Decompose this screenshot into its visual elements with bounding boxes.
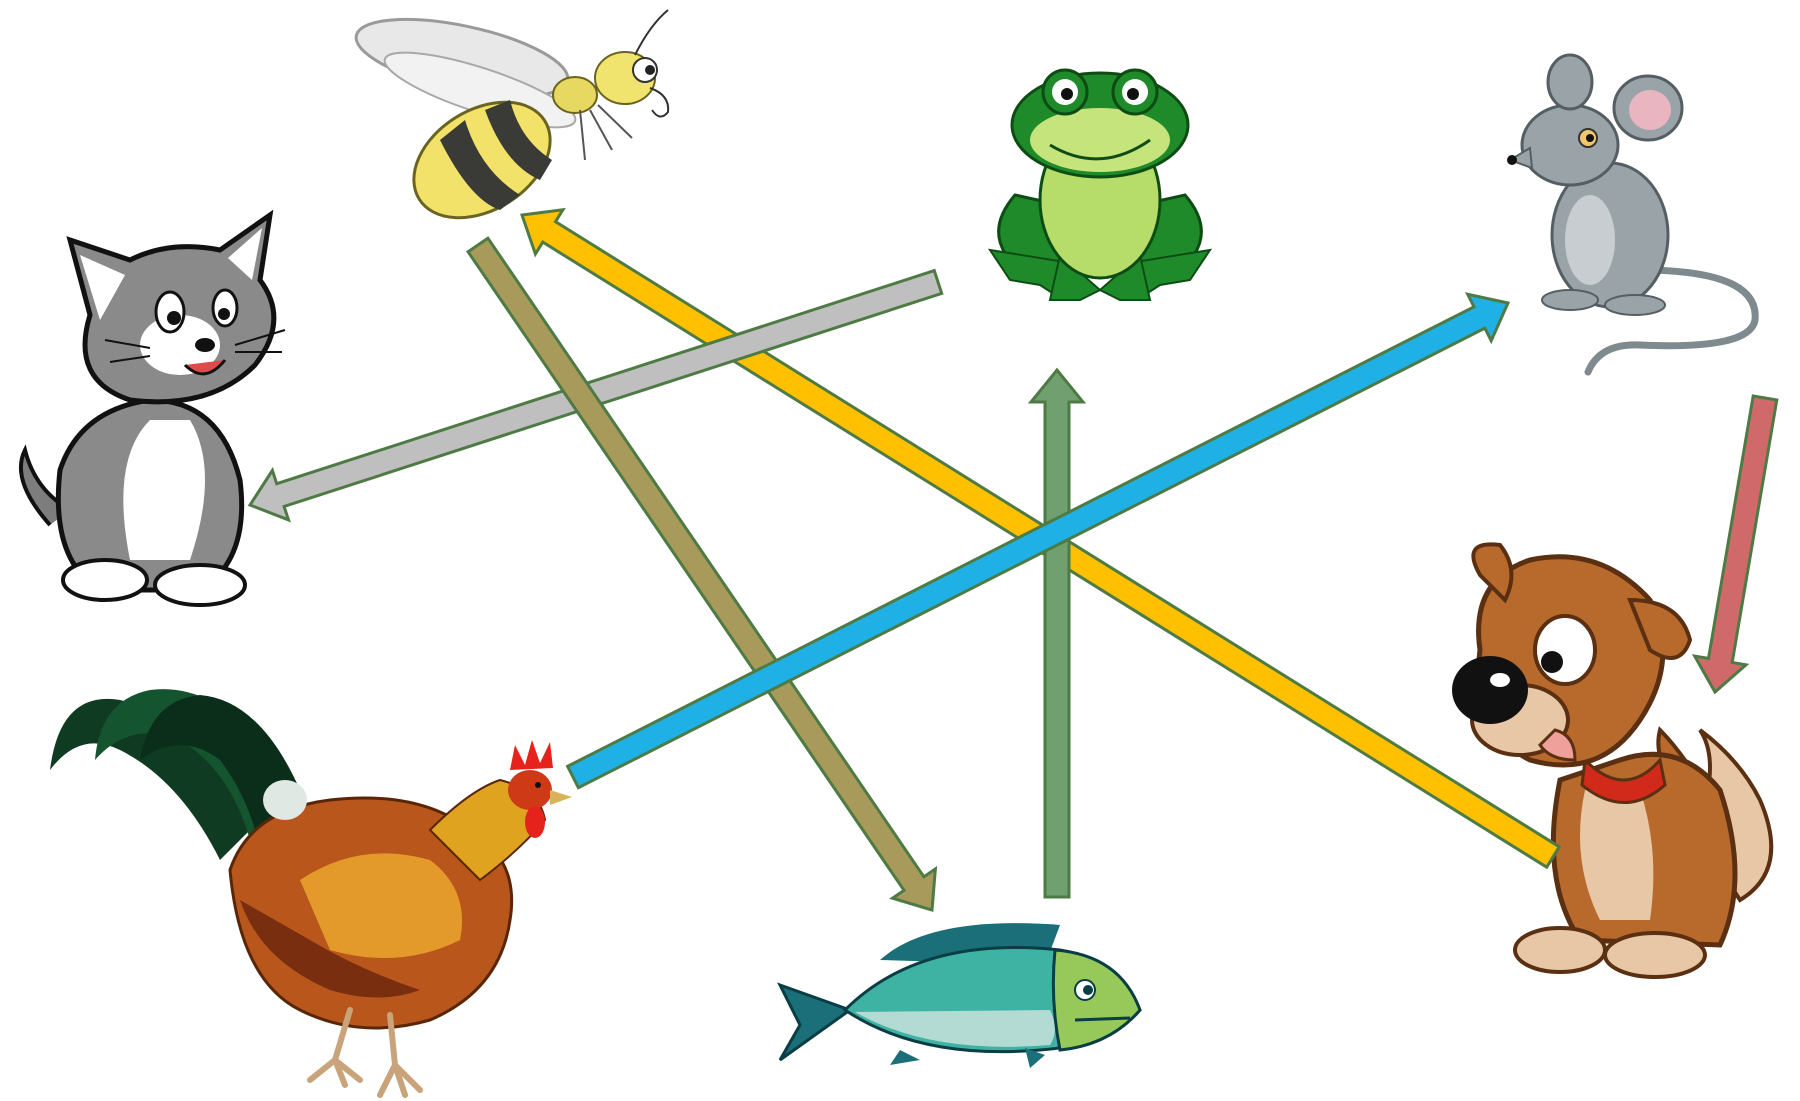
fish-icon: [780, 923, 1140, 1068]
frog-icon: [990, 70, 1210, 300]
arrow-mouse-to-dog: [1695, 396, 1777, 692]
mouse-icon: [1507, 55, 1755, 372]
arrow-fish-to-frog: [1031, 370, 1083, 897]
cat-icon: [21, 215, 285, 605]
bee-icon: [350, 4, 668, 241]
rooster-icon: [50, 689, 572, 1095]
